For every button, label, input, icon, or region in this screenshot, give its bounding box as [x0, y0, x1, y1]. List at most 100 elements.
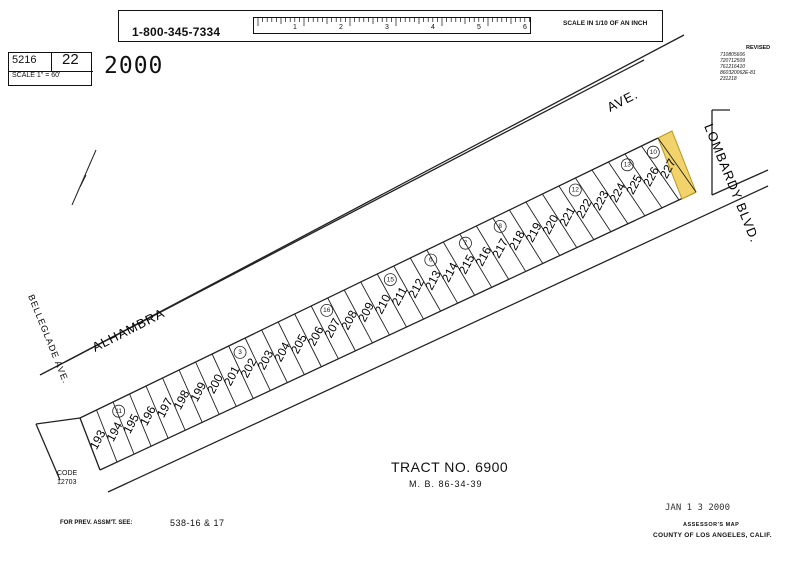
street-ave: AVE. [605, 86, 641, 114]
parcel-circle-label: 3 [238, 349, 242, 356]
revised-label: REVISED [746, 45, 771, 51]
lot-number: 200 [204, 371, 226, 396]
lot-number: 208 [338, 308, 360, 333]
ruler-number-5: 5 [477, 24, 481, 31]
parcel-circle [320, 303, 334, 317]
lot-number: 217 [489, 236, 511, 261]
lot-number: 210 [372, 292, 394, 317]
lot-line [310, 305, 339, 360]
lot-number: 213 [422, 268, 444, 293]
lot-line [442, 241, 476, 296]
lot-number: 196 [137, 403, 159, 428]
parcel-circle [383, 273, 397, 287]
map-page-number: 22 [62, 51, 79, 68]
header-box [118, 10, 663, 42]
ruler-number-4: 4 [431, 24, 435, 31]
lot-line [96, 409, 118, 463]
lot-line [525, 201, 561, 256]
map-scale: SCALE 1" = 60' [12, 72, 61, 79]
tract-title: TRACT NO. 6900 [391, 459, 509, 475]
lot-number: 222 [573, 196, 595, 221]
lot-number: 224 [607, 180, 629, 205]
lot-line [393, 265, 424, 320]
scale-ruler [253, 17, 531, 34]
parcel-circle [459, 236, 472, 250]
lot-line [409, 257, 441, 312]
lot-line [129, 393, 152, 447]
parcel-circle [620, 158, 634, 172]
parcel-circle [568, 183, 582, 197]
revised-entry: 710805606 [720, 52, 746, 58]
lot-line [558, 185, 595, 240]
lot-number: 212 [405, 276, 427, 301]
lot-number: 226 [640, 164, 662, 189]
parcel-circle-label: 15 [387, 276, 395, 283]
ruler-number-1: 1 [293, 24, 297, 31]
street-belleglade: BELLEGLADE AVE. [26, 293, 71, 385]
lot-number: 205 [288, 332, 310, 357]
lot-line [294, 313, 322, 367]
lot-line [178, 369, 203, 423]
lot-line [343, 289, 373, 344]
scale-note: SCALE IN 1/10 OF AN INCH [563, 20, 648, 27]
lot-number: 220 [540, 212, 562, 237]
prev-assessment-label: FOR PREV. ASSM'T. SEE: [60, 520, 133, 526]
lot-line [79, 417, 101, 471]
parcel-circle [646, 145, 660, 159]
lot-number: 204 [271, 340, 293, 365]
parcel-circle-label: 11 [115, 408, 122, 415]
lot-number: 206 [305, 324, 327, 349]
lot-line [591, 169, 629, 225]
lot-line [575, 177, 612, 232]
map-book-reference: M. B. 86-34-39 [409, 479, 483, 489]
lot-line [244, 337, 271, 391]
lot-number: 202 [238, 355, 260, 380]
ruler-ticks [257, 18, 530, 26]
lot-line [211, 353, 237, 407]
lot-line [542, 193, 578, 248]
parcel-circle-label: 12 [572, 187, 580, 194]
lot-line [327, 297, 356, 352]
lot-number: 201 [221, 363, 243, 388]
north-arrow-icon [71, 149, 97, 206]
parcel-circle-label: 13 [624, 162, 632, 169]
revised-entry: 720712509 [720, 58, 746, 64]
ruler-number-6: 6 [523, 24, 527, 31]
lot-line [228, 345, 254, 399]
lot-lines [79, 137, 697, 471]
lot-number: 215 [456, 252, 478, 277]
lot-number: 221 [556, 204, 578, 229]
parcel-circle-label: 10 [650, 149, 658, 156]
parcel-circle [424, 253, 438, 267]
code-value: 12703 [57, 479, 77, 486]
lot-line [277, 321, 305, 375]
lot-line [657, 137, 697, 193]
lot-line [261, 329, 288, 383]
parcel-circle-label: 6 [429, 257, 433, 264]
lot-number: 193 [87, 427, 109, 452]
parcel-circle [493, 219, 507, 233]
lot-number: 199 [187, 379, 209, 404]
lot-line [492, 217, 527, 272]
phone-number: 1-800-345-7334 [132, 25, 221, 39]
date-stamp: JAN 1 3 2000 [665, 503, 731, 513]
revised-entry: 860320062E-81 [720, 70, 756, 76]
parcel-circle [112, 404, 126, 418]
county-label: COUNTY OF LOS ANGELES, CALIF. [653, 532, 772, 539]
lot-line [508, 209, 544, 264]
map-book-number: 5216 [12, 54, 37, 66]
lot-number: 219 [523, 220, 545, 245]
lot-line [426, 249, 458, 304]
lot-line [608, 161, 646, 217]
lot-line [162, 377, 186, 431]
lot-line [195, 361, 220, 415]
lot-line [145, 385, 169, 439]
lot-number: 207 [322, 316, 344, 341]
code-block: CODE 12703 [57, 469, 77, 487]
lot-number: 203 [254, 348, 276, 373]
prev-assessment-value: 538-16 & 17 [170, 518, 225, 528]
revised-entry: 761216410 [720, 64, 746, 70]
parcel-circle-label: 16 [323, 307, 331, 314]
